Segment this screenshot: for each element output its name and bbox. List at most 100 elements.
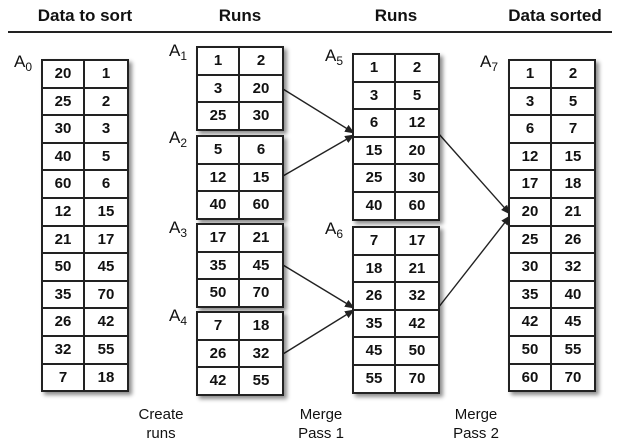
array-cell: 50 — [396, 338, 438, 366]
array-cell: 12 — [198, 164, 240, 193]
header-data-to-sort: Data to sort — [37, 6, 133, 25]
array-cell: 26 — [354, 283, 396, 311]
array-cell: 60 — [43, 171, 85, 199]
array-cell: 45 — [85, 254, 127, 282]
array-cell: 55 — [252, 372, 270, 390]
label-a7: A7 — [480, 52, 499, 74]
array-cell: 25 — [510, 226, 552, 255]
array-cell: 7 — [198, 313, 240, 341]
array-cell: 42 — [85, 309, 127, 337]
array-cell: 25 — [354, 165, 396, 193]
step-merge-pass-2: Merge Pass 2 — [453, 406, 499, 442]
header-runs-2: Runs — [374, 6, 418, 25]
array-cell: 40 — [198, 192, 240, 218]
array-cell: 50 — [510, 336, 552, 365]
array-cell: 20 — [396, 138, 438, 166]
array-cell: 6 — [85, 171, 127, 199]
array-cell: 18 — [354, 255, 396, 284]
array-cell: 20 — [43, 61, 85, 89]
label-a0: A0 — [14, 52, 33, 74]
label-a1: A1 — [169, 41, 188, 63]
header-divider — [8, 31, 612, 33]
array-cell: 15 — [552, 144, 594, 172]
array-cell: 1 — [85, 61, 127, 89]
array-cell: 35 — [198, 252, 240, 281]
array-cell: 17 — [85, 227, 127, 255]
arrow-a5-to-a7 — [437, 132, 511, 215]
array-cell: 2 — [240, 48, 282, 76]
array-cell: 2 — [85, 89, 127, 117]
array-cell: 3 — [510, 88, 552, 117]
array-cell: 7 — [43, 364, 85, 391]
array-cell: 50 — [43, 254, 85, 282]
array-cell: 30 — [43, 116, 85, 144]
array-cell: 3 — [354, 82, 396, 111]
array-cell: 12 — [510, 143, 552, 172]
label-a3: A3 — [169, 218, 188, 240]
array-cell: 15 — [85, 199, 127, 227]
array-cell: 70 — [252, 284, 270, 302]
array-cell: 7 — [354, 228, 396, 256]
array-cell: 60 — [408, 196, 426, 214]
array-cell: 7 — [552, 116, 594, 144]
array-cell: 3 — [198, 75, 240, 104]
array-cell: 50 — [198, 280, 240, 306]
array-cell: 40 — [43, 143, 85, 172]
array-cell: 5 — [198, 137, 240, 165]
array-cell: 42 — [510, 309, 552, 337]
array-cell: 25 — [198, 103, 240, 129]
array-cell: 45 — [354, 338, 396, 366]
array-cell: 55 — [552, 337, 594, 365]
arrow-a3-to-a6 — [282, 264, 355, 309]
array-cell: 15 — [354, 137, 396, 166]
array-cell: 45 — [240, 253, 282, 281]
header-runs-1: Runs — [218, 6, 262, 25]
array-cell: 12 — [396, 110, 438, 138]
array-cell: 25 — [43, 88, 85, 117]
array-cell: 17 — [198, 225, 240, 253]
array-cell: 17 — [396, 228, 438, 256]
array-cell: 30 — [510, 254, 552, 282]
array-cell: 35 — [43, 281, 85, 310]
array-cell: 70 — [564, 368, 582, 386]
array-cell: 32 — [552, 254, 594, 282]
array-cell: 21 — [396, 256, 438, 284]
array-cell: 40 — [354, 192, 396, 219]
array-cell: 18 — [97, 368, 115, 386]
arrow-a1-to-a5 — [282, 88, 355, 134]
array-cell: 55 — [85, 337, 127, 365]
array-cell: 42 — [198, 368, 240, 394]
array-cell: 1 — [354, 55, 396, 83]
label-a2: A2 — [169, 128, 188, 150]
array-cell: 30 — [396, 165, 438, 193]
array-cell: 1 — [198, 48, 240, 76]
array-cell: 26 — [198, 340, 240, 369]
array-cell: 70 — [408, 369, 426, 387]
label-a5: A5 — [325, 46, 344, 68]
arrow-a6-to-a7 — [437, 215, 511, 309]
label-a4: A4 — [169, 306, 188, 328]
step-merge-pass-1: Merge Pass 1 — [298, 406, 344, 442]
array-cell: 15 — [240, 165, 282, 193]
array-cell: 32 — [43, 336, 85, 365]
array-cell: 30 — [252, 107, 270, 125]
arrow-a2-to-a5 — [282, 134, 355, 177]
array-cell: 17 — [510, 171, 552, 199]
array-cell: 26 — [552, 227, 594, 255]
array-cell: 6 — [510, 116, 552, 144]
array-cell: 60 — [252, 196, 270, 214]
array-cell: 12 — [43, 198, 85, 227]
arrow-a4-to-a6 — [282, 309, 355, 355]
array-cell: 5 — [552, 89, 594, 117]
array-cell: 2 — [552, 61, 594, 89]
array-cell: 18 — [240, 313, 282, 341]
array-cell: 21 — [552, 199, 594, 227]
array-cell: 21 — [43, 226, 85, 255]
